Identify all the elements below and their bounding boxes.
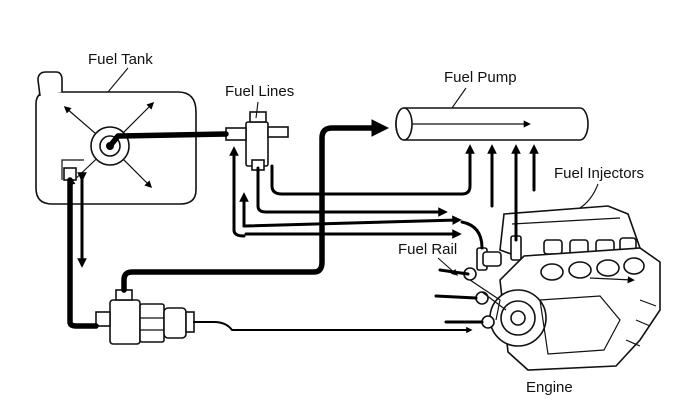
fuel-pump-label: Fuel Pump (444, 69, 517, 86)
fuel-pump-leader (451, 87, 467, 109)
fuel-pressure-pump (95, 289, 195, 345)
injector-stems (463, 235, 522, 329)
fuel-lines-leader (255, 101, 259, 119)
fuel-injectors-leader (579, 183, 599, 209)
fuel-tank-leader (107, 67, 129, 93)
fuel-rail-label: Fuel Rail (398, 241, 457, 258)
engine (489, 205, 661, 371)
fuel-tank-label: Fuel Tank (88, 51, 153, 68)
fuel-injectors-label: Fuel Injectors (554, 165, 644, 182)
engine-label: Engine (526, 379, 573, 396)
fuel-lines-label: Fuel Lines (225, 83, 294, 100)
fuel-filter (225, 111, 289, 171)
fuel-pump (395, 107, 589, 141)
fuel-lines (67, 119, 539, 334)
